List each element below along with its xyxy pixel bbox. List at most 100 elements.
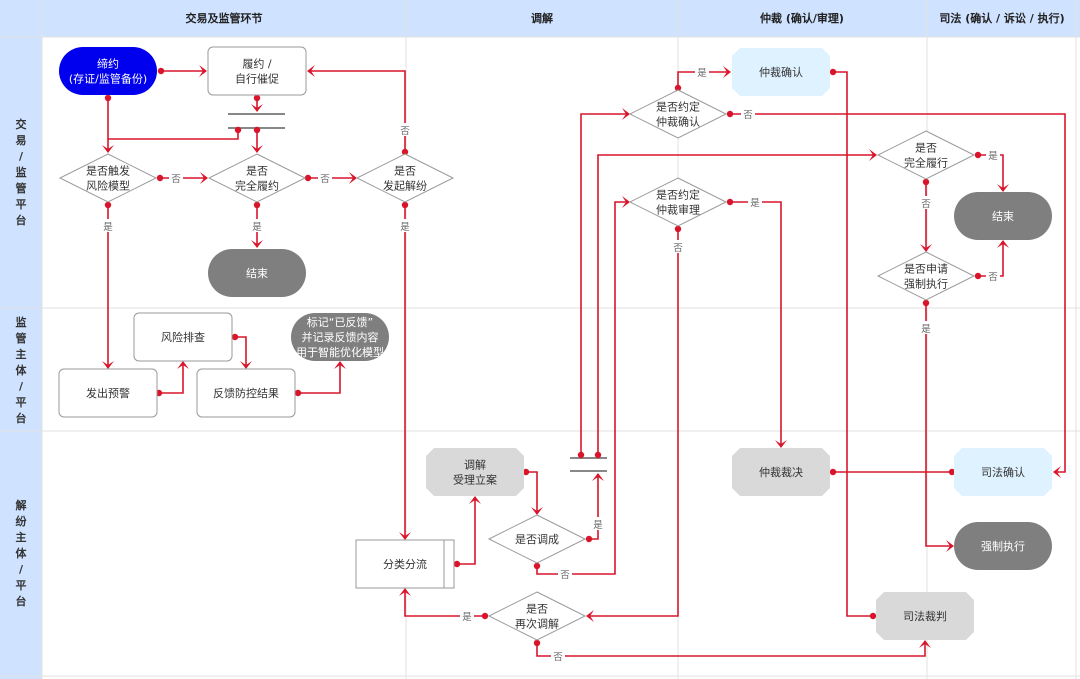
node-sign[interactable]: 缔约(存证/监管备份) (59, 47, 157, 95)
edge-label-no: 否 (320, 174, 330, 185)
lane-label-char: 易 (16, 134, 27, 147)
lane-label-char: 监 (16, 165, 27, 179)
node-label: 司法确认 (981, 465, 1025, 479)
edge-label-bg (460, 609, 474, 622)
node-arb-confirm[interactable]: 仲裁确认 (732, 48, 830, 96)
node-risk-check[interactable]: 风险排查 (133, 312, 233, 362)
node-label: (存证/监管备份) (69, 72, 147, 86)
node-arb-award[interactable]: 仲裁裁决 (732, 448, 830, 496)
decision-shape (58, 153, 158, 203)
arrowhead-icon (622, 108, 630, 120)
edge-label-no: 否 (988, 272, 998, 283)
arrowhead-icon (997, 184, 1009, 192)
edge-label-bg (986, 269, 1000, 282)
node-feedback[interactable]: 反馈防控结果 (196, 368, 296, 418)
connector (309, 70, 406, 152)
edge-label-bg (748, 195, 762, 208)
arrowhead-icon (775, 440, 787, 448)
node-jud-trial[interactable]: 司法裁判 (876, 592, 974, 640)
node-label: 是否申请 (904, 263, 948, 276)
lane-label-char: 管 (16, 181, 27, 195)
process-shape-blue (732, 48, 830, 96)
edge-label-bg (169, 171, 183, 184)
arrowhead-icon (399, 588, 411, 596)
node-label: 受理立案 (453, 473, 497, 487)
lane-header-bar (0, 0, 42, 679)
node-classify[interactable]: 分类分流 (355, 539, 455, 589)
decision-shape (487, 514, 587, 564)
connector (597, 154, 874, 455)
column-header-arbitration: 仲裁 (确认/审理) (760, 11, 844, 25)
arrowhead-icon (997, 240, 1009, 248)
node-end1[interactable]: 结束 (208, 249, 306, 297)
node-perform[interactable]: 履约 /自行催促 (207, 46, 307, 96)
connector (536, 201, 627, 575)
arrowhead-icon (919, 640, 931, 648)
node-med-success[interactable]: 是否调成 (487, 514, 587, 564)
arrowhead-icon (251, 145, 263, 153)
edge-label-no: 否 (171, 174, 181, 185)
lane-label-char: 主 (16, 530, 27, 544)
arrowhead-icon (586, 610, 594, 622)
edge-label-yes: 是 (750, 198, 760, 209)
node-label: 再次调解 (515, 617, 559, 631)
lane-label-char: 体 (16, 363, 28, 377)
arrowhead-icon (622, 196, 630, 208)
column-header-trade: 交易及监管环节 (186, 11, 263, 25)
node-label: 风险排查 (161, 330, 205, 344)
node-label: 仲裁确认 (656, 115, 700, 129)
edge-label-no: 否 (743, 110, 753, 121)
node-label: 是否调成 (515, 533, 559, 546)
connector (589, 476, 599, 540)
node-force-exec[interactable]: 强制执行 (954, 522, 1052, 570)
node-label: 是否 (915, 142, 937, 155)
arrowhead-icon (177, 361, 189, 369)
node-label: 仲裁裁决 (759, 465, 803, 479)
connector (457, 499, 476, 565)
column-header-judicial: 司法 (确认 / 诉讼 / 执行) (939, 11, 1064, 25)
edge-label-bg (591, 517, 605, 530)
process-shape-blue (954, 448, 1052, 496)
edge-label-yes: 是 (921, 324, 931, 335)
node-warn[interactable]: 发出预警 (58, 368, 158, 418)
connector (526, 471, 538, 513)
node-label: 调解 (464, 458, 486, 472)
edge-label-no: 否 (400, 126, 410, 137)
arrowhead-icon (946, 540, 954, 552)
node-label: 并记录反馈内容 (302, 330, 379, 344)
decision-shape (628, 89, 728, 139)
node-end2[interactable]: 结束 (954, 192, 1052, 240)
decision-shape (876, 130, 976, 180)
process-shape-gray (876, 592, 974, 640)
arrowhead-icon (240, 361, 252, 369)
edge-label-no: 否 (553, 652, 563, 663)
lane-label-char: / (19, 380, 24, 393)
edge-label-bg (671, 240, 685, 253)
arrowhead-icon (102, 361, 114, 369)
arrowhead-icon (200, 172, 208, 184)
process-shape (196, 368, 296, 418)
edge-label-no: 否 (560, 570, 570, 581)
connector (536, 643, 926, 657)
node-label: 标记“已反馈” (307, 315, 373, 329)
node-jud-confirm[interactable]: 司法确认 (954, 448, 1052, 496)
node-label: 发起解纷 (383, 179, 427, 193)
node-label: 是否 (246, 165, 268, 178)
arrowhead-icon (399, 532, 411, 540)
node-label: 是否约定 (656, 100, 700, 114)
lane-label-char: 主 (16, 347, 27, 361)
decision-shape (355, 153, 455, 203)
arrowhead-icon (199, 65, 207, 77)
connector (298, 364, 341, 394)
